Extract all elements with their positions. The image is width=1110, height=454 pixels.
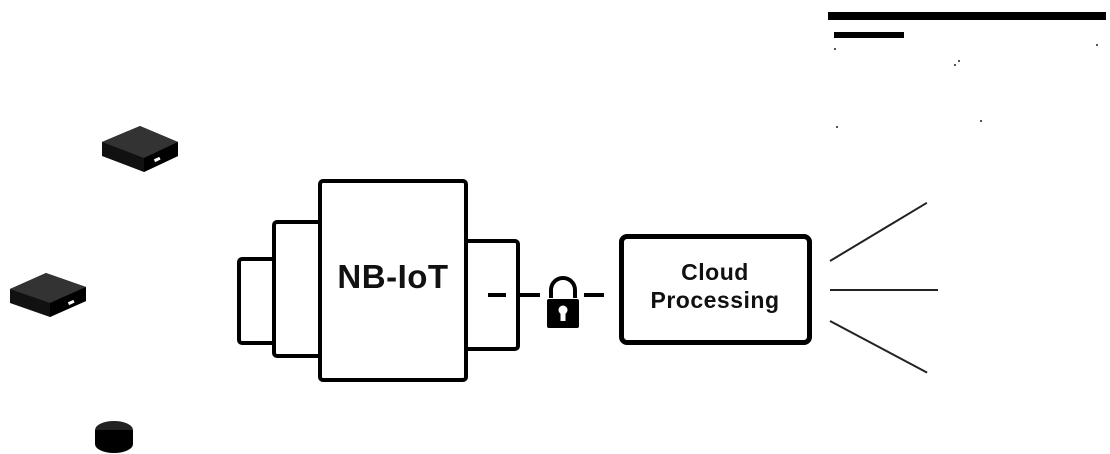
link-dash-2 bbox=[518, 293, 540, 297]
cloud-label-line1: Cloud bbox=[681, 259, 749, 285]
cloud-label-line2: Processing bbox=[650, 287, 780, 313]
thumbnail-speck bbox=[1096, 44, 1098, 46]
sensor-device-1 bbox=[102, 126, 178, 172]
thumbnail-toolbar bbox=[828, 12, 1106, 20]
thumbnail-speck bbox=[954, 64, 956, 66]
gateway-label: NB-IoT bbox=[337, 258, 449, 295]
gateway-main-box bbox=[318, 179, 468, 382]
sensor-device-2 bbox=[10, 273, 86, 317]
thumbnail-speck bbox=[836, 126, 838, 128]
thumbnail-button bbox=[834, 32, 904, 38]
screenshot-thumbnail bbox=[828, 8, 1106, 148]
thumbnail-speck bbox=[834, 48, 836, 50]
output-line-top bbox=[829, 201, 928, 262]
output-line-bottom bbox=[829, 320, 928, 374]
cloud-label: Cloud Processing bbox=[623, 258, 807, 314]
round-sensor-icon bbox=[95, 421, 133, 453]
thumbnail-speck bbox=[958, 60, 960, 62]
sensor-box-icon bbox=[10, 273, 86, 317]
cloud-processing-box bbox=[619, 234, 812, 345]
output-line-middle bbox=[830, 289, 938, 291]
sensor-device-3 bbox=[95, 421, 133, 453]
thumbnail-speck bbox=[980, 120, 982, 122]
sensor-box-icon bbox=[102, 126, 178, 172]
link-dash-1 bbox=[488, 293, 506, 297]
padlock-icon bbox=[547, 276, 579, 328]
link-dash-3 bbox=[584, 293, 604, 297]
